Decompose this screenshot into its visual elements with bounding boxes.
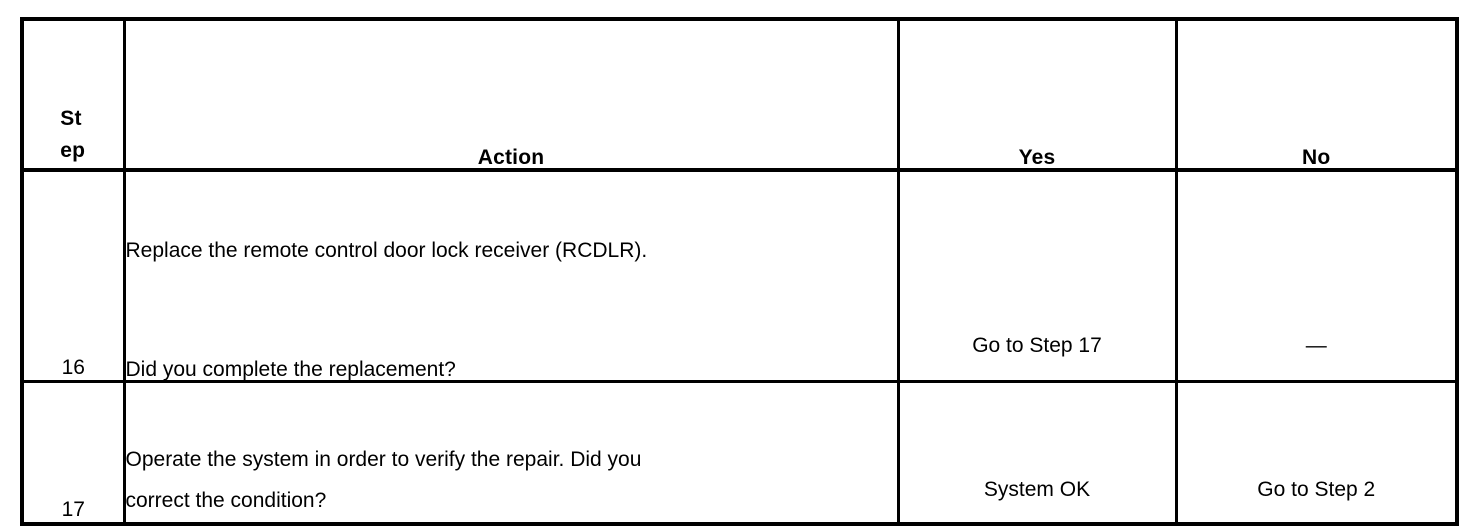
- column-header-action: Action: [122, 17, 900, 172]
- action-cell: Replace the remote control door lock rec…: [122, 168, 900, 383]
- table-row: 16 Replace the remote control door lock …: [20, 168, 1459, 383]
- step-number-cell: 17: [20, 380, 126, 526]
- table-row: 17 Operate the system in order to verify…: [20, 380, 1459, 526]
- column-header-step: St ep: [20, 17, 126, 172]
- table-body: 16 Replace the remote control door lock …: [20, 168, 1459, 526]
- action-line-2: correct the condition?: [125, 489, 327, 513]
- no-answer-cell: Go to Step 2: [1174, 380, 1459, 526]
- table-header: St ep Action Yes No: [20, 17, 1459, 172]
- step-number-cell: 16: [20, 168, 126, 383]
- no-answer-cell: —: [1174, 168, 1459, 383]
- diagnostic-step-table: St ep Action Yes No 16 Replace the remot…: [20, 17, 1459, 526]
- document-page: St ep Action Yes No 16 Replace the remot…: [20, 17, 1459, 526]
- column-header-step-line1: St: [60, 106, 82, 130]
- action-statement: Replace the remote control door lock rec…: [125, 239, 648, 262]
- action-cell: Operate the system in order to verify th…: [122, 380, 900, 526]
- column-header-step-line2: ep: [60, 139, 86, 163]
- column-header-yes: Yes: [896, 17, 1178, 172]
- action-question: Did you complete the replacement?: [125, 358, 456, 381]
- column-header-no: No: [1174, 17, 1459, 172]
- yes-answer-cell: System OK: [896, 380, 1178, 526]
- action-line-1: Operate the system in order to verify th…: [125, 448, 642, 472]
- yes-answer-cell: Go to Step 17: [896, 168, 1178, 383]
- header-row: St ep Action Yes No: [20, 17, 1459, 172]
- action-spacer: [126, 261, 897, 359]
